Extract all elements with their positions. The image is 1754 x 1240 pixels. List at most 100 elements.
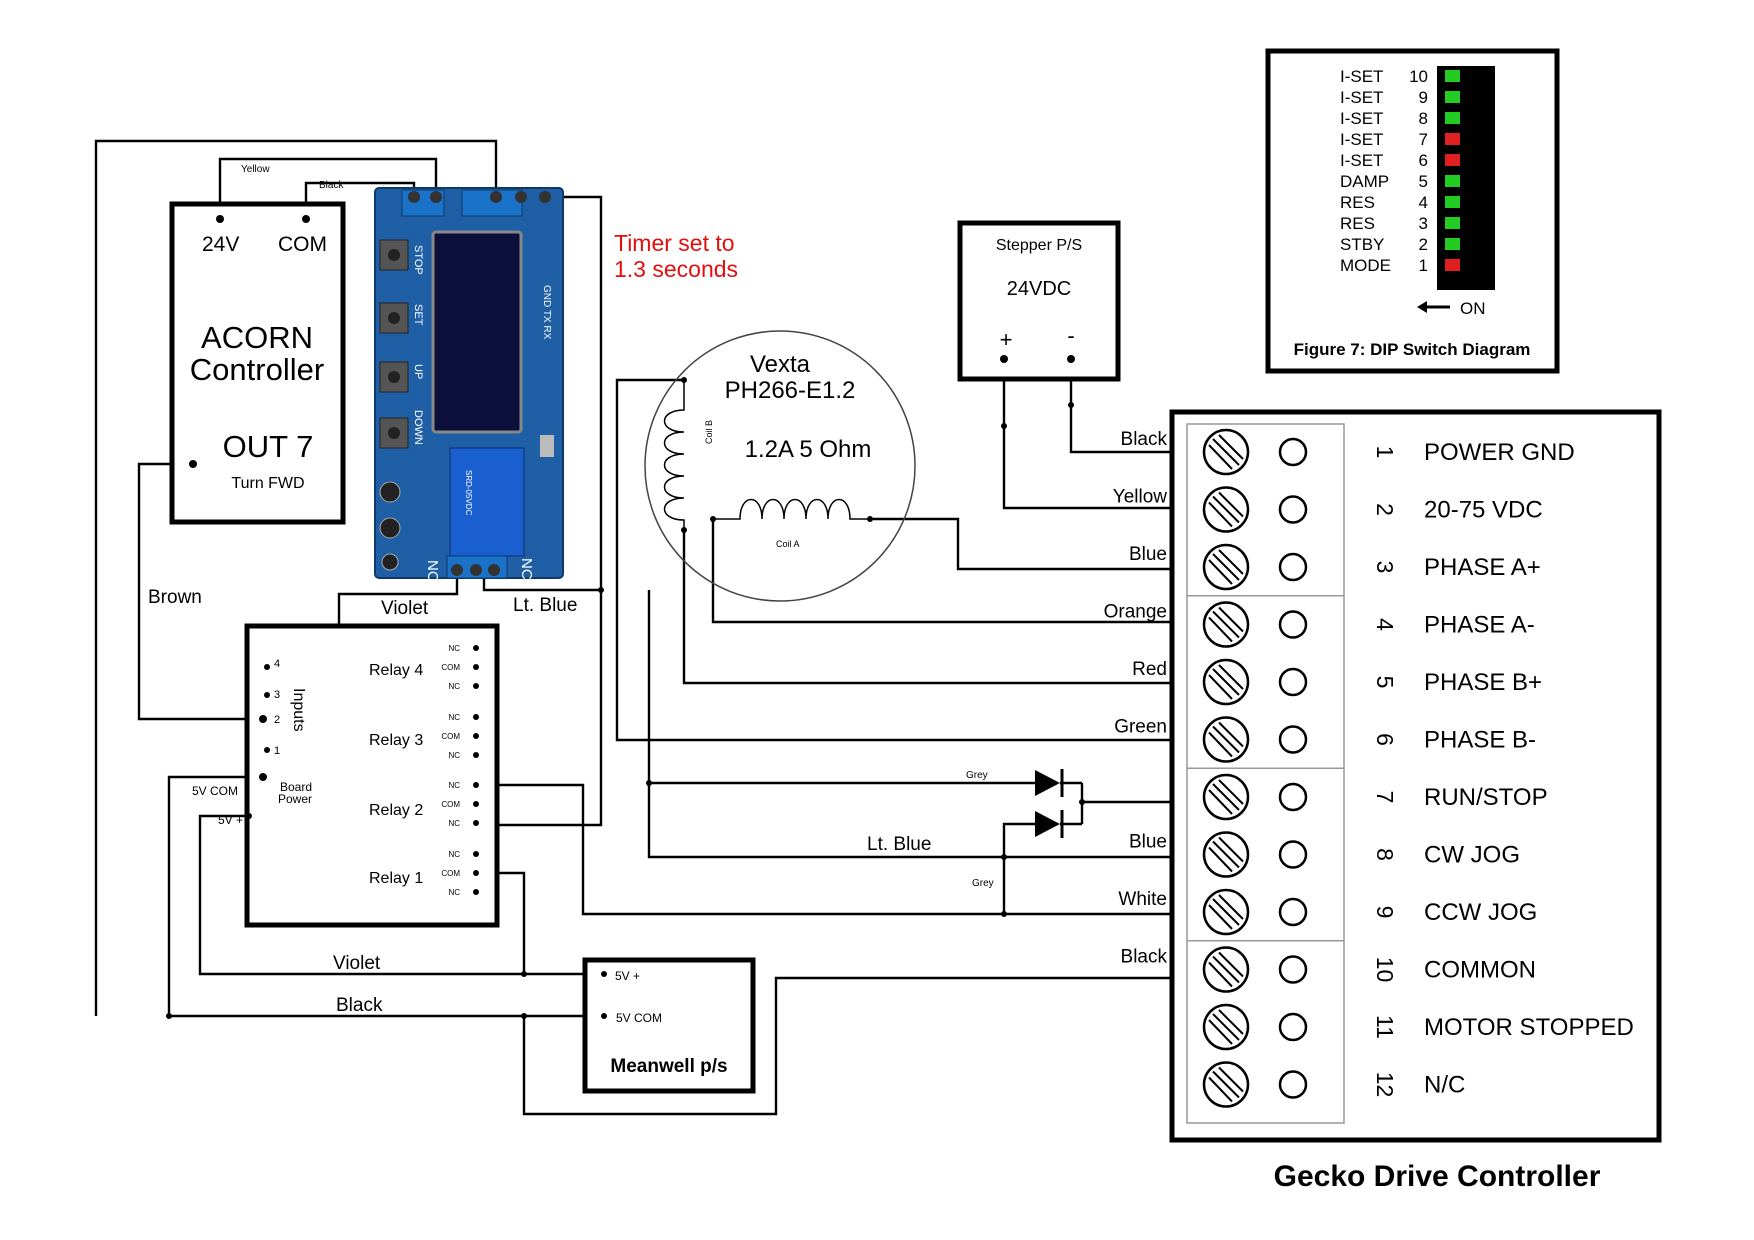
wire-lt-blue-mid [647,590,1226,859]
wire-meanwell-common [522,976,1226,1116]
motor-coil-a [713,498,870,520]
relay-contact-label: COM [441,800,460,809]
relay-contact-terminal [473,664,479,670]
timer-relay [449,447,525,557]
gecko-terminal-number: 10 [1372,957,1398,983]
wire-outer-loop [94,139,498,1016]
dip-switch-state [1445,259,1460,271]
dip-switch-name: RES [1340,214,1375,233]
dip-switch-state [1445,133,1460,145]
wire-blue [870,517,1226,571]
timer-label-down: DOWN [412,410,424,445]
label-grey-1: Grey [966,770,988,781]
timer-button-labels: STOP SET UP DOWN GND TX RX [412,245,552,445]
dip-switch-name: STBY [1340,235,1384,254]
inputs-label: Inputs [290,688,307,732]
gecko-terminal-number: 6 [1372,733,1398,746]
board-5v-plus-label: 5V + [218,813,243,827]
dip-switch-number: 8 [1419,109,1428,128]
gecko-terminal-label: PHASE A+ [1424,554,1541,581]
dip-switch-state [1445,196,1460,208]
acorn-out7-label: OUT 7 [223,429,314,464]
gecko-socket [1278,437,1308,467]
relay-contact-label: NC [448,751,460,760]
gecko-terminal-strip [1186,423,1345,1124]
relay-board-box [244,623,500,928]
timer-capacitor-2 [379,517,401,539]
dip-switch-name: I-SET [1340,130,1383,149]
meanwell-5v-com: 5V COM [616,1011,662,1025]
relay-contact-label: NC [448,850,460,859]
gecko-socket [1278,552,1308,582]
relay-contact-terminal [473,645,479,651]
dip-switch-number: 3 [1419,214,1428,233]
wire-yellow-ps [1002,359,1226,510]
wire-green [615,378,1226,742]
timer-nc-label: NC [518,558,535,580]
dip-switch-state [1445,238,1460,250]
dip-switch-name: I-SET [1340,88,1383,107]
wire-white [476,783,1226,916]
relay-contact-terminal [473,889,479,895]
relay-contact-terminal [473,870,479,876]
timer-screw-5 [539,191,551,203]
wire-orange [711,519,1226,624]
acorn-turn-fwd-label: Turn FWD [231,475,304,492]
relay-contact-label: NC [448,819,460,828]
diode-1 [1035,770,1060,796]
gecko-socket [1278,1070,1308,1099]
relay-contact-terminal [473,801,479,807]
dip-switch-state [1445,112,1460,124]
wire-yellow-top [218,157,438,219]
gecko-terminal-label: PHASE A- [1424,612,1535,639]
input-1-label: 1 [274,745,280,757]
relay-inputs: 4 3 2 1 Inputs [259,658,307,757]
stepper-ps-voltage: 24VDC [1007,278,1071,300]
gecko-terminal-label: CCW JOG [1424,899,1537,926]
timer-screw-4 [515,191,527,203]
timer-label-up: UP [412,364,424,379]
relay-contact-terminal [473,714,479,720]
relay-4-label: Relay 4 [369,662,423,679]
timer-note-line-2: 1.3 seconds [614,256,738,282]
stepper-ps-minus: - [1067,323,1074,348]
dip-box [1265,48,1560,374]
gecko-terminal-number: 1 [1372,446,1398,459]
gecko-terminal-number: 8 [1372,848,1398,861]
gecko-terminal-label: COMMON [1424,957,1536,984]
diodes [1035,769,1082,838]
acorn-com-label: COM [278,233,327,256]
wire-brown [137,462,263,721]
dip-switch-state [1445,154,1460,166]
gecko-terminal-label: 20-75 VDC [1424,497,1543,524]
dip-switch-name: I-SET [1340,151,1383,170]
input-2-label: 2 [274,714,280,726]
wire-black-bottom [167,775,604,1018]
timer-port-label: GND TX RX [541,285,552,340]
gecko-socket [1278,667,1308,697]
diode-2 [1035,811,1060,837]
gecko-wire-color-label: Red [1132,659,1167,680]
timer-capacitor-3 [381,553,399,571]
gecko-terminal-number: 12 [1372,1072,1398,1098]
dip-on-arrowhead [1417,301,1427,313]
gecko-wire-color-label: Blue [1129,832,1167,853]
relay-contact-terminal [473,782,479,788]
label-black-top: Black [319,180,344,191]
timer-no-label: NO [424,560,441,583]
gecko-wire-color-label: White [1118,889,1167,910]
motor-outline [644,330,916,602]
label-violet-relay: Violet [381,598,429,619]
relay-contact-label: NC [448,713,460,722]
gecko-socket [1278,897,1308,927]
relay-2-label: Relay 2 [369,802,423,819]
dip-switch-state [1445,70,1460,82]
timer-capacitor-1 [379,481,401,503]
dip-switch-number: 6 [1419,151,1428,170]
